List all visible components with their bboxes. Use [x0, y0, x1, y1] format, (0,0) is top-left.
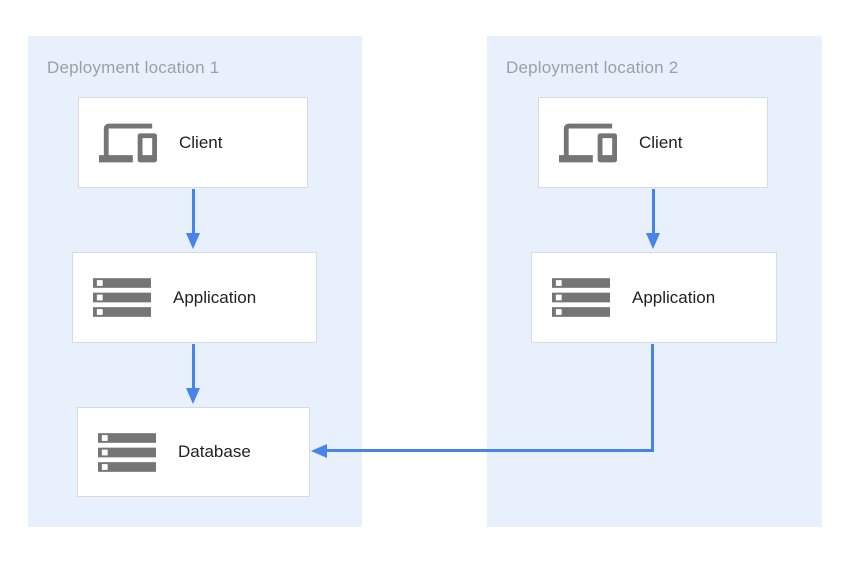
arrow-app2-to-db1-horizontal	[324, 449, 654, 452]
node-label: Client	[639, 132, 683, 152]
server-stack-icon	[93, 278, 151, 317]
node-label: Database	[178, 442, 251, 461]
zone1-title: Deployment location 1	[47, 58, 220, 77]
arrowhead-left-icon	[311, 443, 327, 458]
arrowhead-down-icon	[646, 233, 660, 249]
arrowhead-down-icon	[186, 233, 200, 249]
devices-icon	[99, 114, 157, 172]
zone2-title: Deployment location 2	[506, 58, 679, 77]
node-label: Application	[632, 287, 716, 307]
arrow-app1-to-db1	[191, 344, 195, 389]
node-database-1: Database	[77, 407, 310, 497]
node-application-1: Application	[72, 252, 317, 343]
node-application-2: Application	[531, 252, 777, 343]
arrow-app2-to-db1-vertical	[650, 344, 654, 452]
node-client-2: Client	[538, 97, 768, 188]
server-stack-icon	[552, 278, 610, 317]
devices-icon	[559, 114, 617, 172]
node-client-1: Client	[78, 97, 308, 188]
arrow-client2-to-app2	[651, 189, 655, 234]
arrowhead-down-icon	[186, 388, 200, 404]
server-stack-icon	[98, 432, 156, 472]
node-label: Application	[173, 287, 257, 307]
node-label: Client	[179, 132, 223, 152]
arrow-client1-to-app1	[191, 189, 195, 234]
